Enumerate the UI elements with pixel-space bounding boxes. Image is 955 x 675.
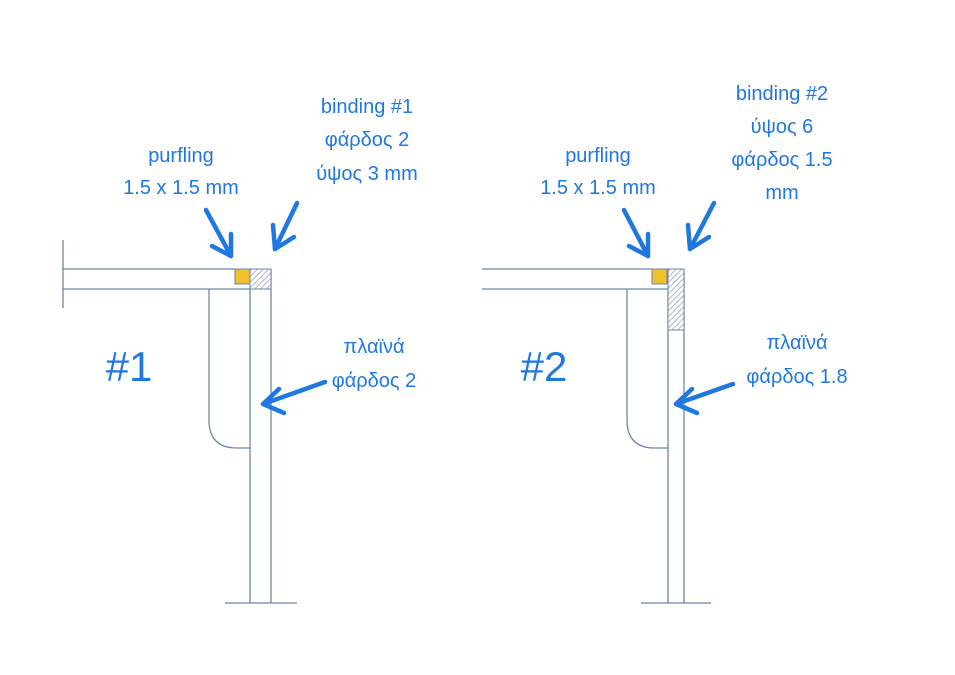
- purfling-strip: [651, 268, 668, 285]
- binding-arrow: [685, 200, 717, 252]
- kerfing: [208, 289, 250, 449]
- binding-strip: [249, 268, 272, 290]
- binding-label-line: ύψος 6: [751, 116, 814, 138]
- purfling-label-line: purfling: [565, 145, 631, 167]
- sides-label-line: φάρδος 2: [332, 370, 416, 392]
- sides-arrow: [260, 379, 328, 416]
- diagram-number: #2: [521, 343, 568, 390]
- binding-strip: [667, 268, 685, 331]
- purfling-label-line: 1.5 x 1.5 mm: [540, 177, 656, 199]
- binding-label-line: φάρδος 2: [325, 129, 409, 151]
- diagram-1: [62, 240, 297, 604]
- binding-arrow: [270, 200, 300, 252]
- binding-label-line: mm: [765, 182, 798, 204]
- purfling-strip: [234, 268, 251, 285]
- binding-label-line: ύψος 3 mm: [316, 163, 418, 185]
- kerfing: [626, 289, 668, 449]
- binding-label-line: φάρδος 1.5: [731, 149, 832, 171]
- sides-label-line: πλαϊνά: [766, 332, 827, 354]
- purfling-label-line: purfling: [148, 145, 214, 167]
- diagram-number: #1: [106, 343, 153, 390]
- purfling-arrow: [203, 207, 234, 259]
- sides-arrow: [673, 381, 736, 416]
- purfling-arrow: [621, 207, 651, 259]
- diagram-2: [482, 268, 711, 604]
- sides-label-line: φάρδος 1.8: [746, 366, 847, 388]
- binding-label-line: binding #1: [321, 96, 413, 118]
- sides-label-line: πλαϊνά: [343, 336, 404, 358]
- binding-label-line: binding #2: [736, 83, 828, 105]
- purfling-label-line: 1.5 x 1.5 mm: [123, 177, 239, 199]
